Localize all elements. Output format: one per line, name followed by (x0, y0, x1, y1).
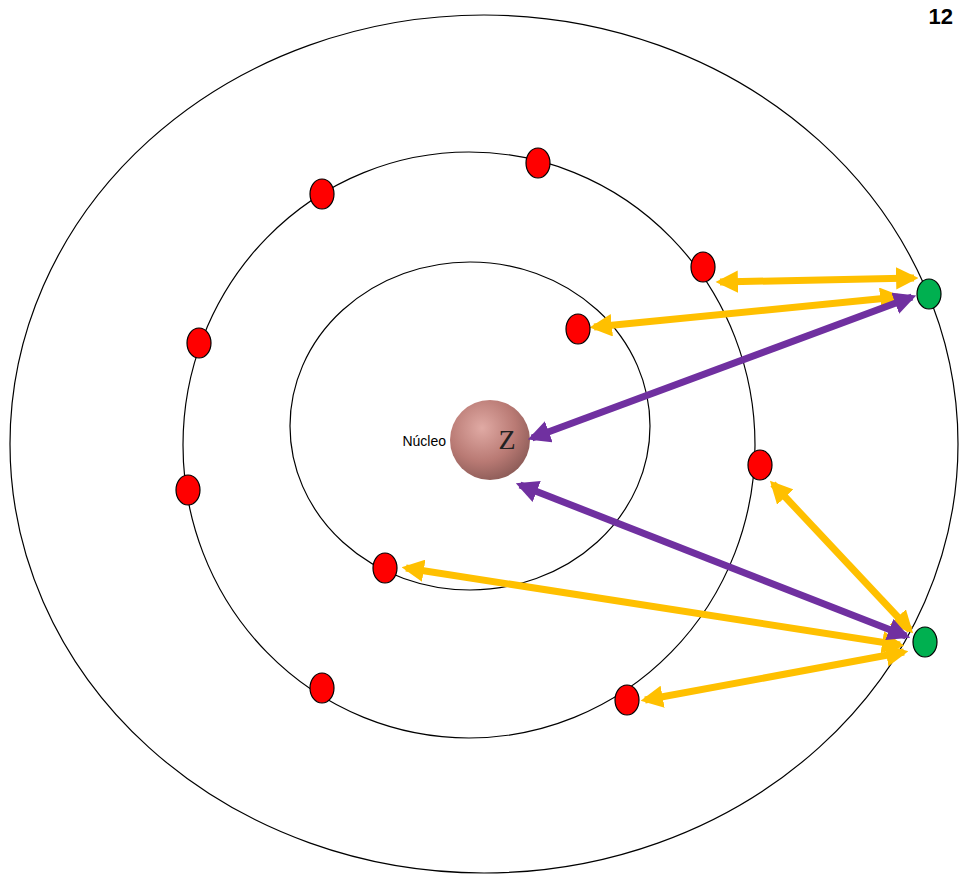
atomic-number: Z (498, 424, 515, 456)
nucleus-label: Núcleo (402, 433, 446, 449)
orbits (10, 15, 958, 873)
nucleus (450, 400, 530, 480)
valence-electrons (913, 279, 941, 657)
yellow-arrows (406, 278, 914, 700)
nucleus-node: Núcleo Z (370, 398, 532, 482)
electrons (176, 148, 772, 715)
purple-arrows (520, 297, 912, 636)
page-number: 12 (929, 4, 953, 30)
